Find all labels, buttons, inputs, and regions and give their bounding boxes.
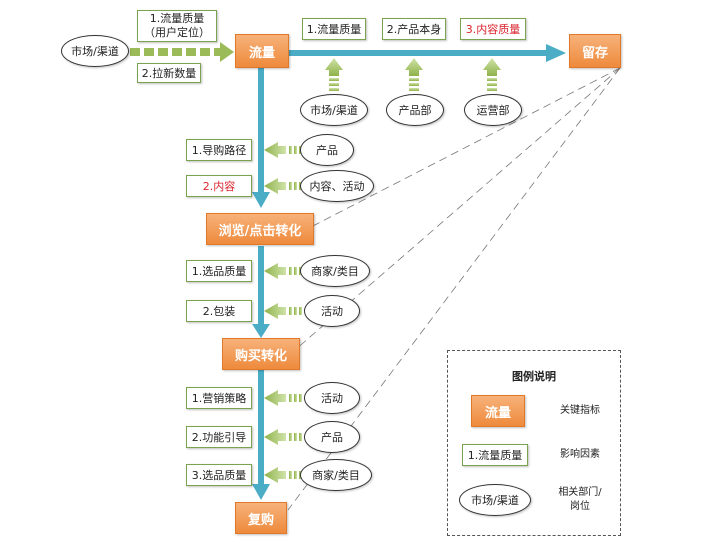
legend-dept-desc: 相关部门/ 岗位 bbox=[550, 486, 610, 514]
dept-top-product: 产品部 bbox=[386, 94, 444, 126]
factor-repurchase-selection-quality: 3.选品质量 bbox=[186, 464, 252, 486]
factor-top-content-quality: 3.内容质量 bbox=[460, 18, 526, 40]
factor-top-traffic-quality: 1.流量质量 bbox=[302, 18, 366, 40]
dept-repurchase-activity: 活动 bbox=[304, 382, 360, 414]
legend-factor-desc: 影响因素 bbox=[560, 449, 600, 460]
dept-up-arrows bbox=[325, 58, 501, 91]
factor-top-product: 2.产品本身 bbox=[382, 18, 446, 40]
main-arrow-vertical bbox=[252, 66, 270, 500]
dept-repurchase-merchant-category: 商家/类目 bbox=[300, 459, 372, 491]
dept-purchase-merchant-category: 商家/类目 bbox=[300, 255, 370, 287]
dept-purchase-activity: 活动 bbox=[304, 295, 360, 327]
dept-left-arrows bbox=[264, 142, 302, 483]
dept-top-market-channel: 市场/渠道 bbox=[300, 94, 368, 126]
factor-content: 2.内容 bbox=[186, 175, 252, 197]
legend-box bbox=[447, 350, 621, 536]
legend-factor-sample: 1.流量质量 bbox=[462, 444, 528, 466]
dept-browse-content-activity: 内容、活动 bbox=[300, 170, 374, 202]
legend-metric-desc: 关键指标 bbox=[560, 405, 600, 416]
legend-dept-desc-line2: 岗位 bbox=[570, 501, 590, 512]
factor-marketing-strategy: 1.营销策略 bbox=[186, 387, 252, 409]
main-arrow-horizontal bbox=[288, 44, 566, 62]
metric-purchase: 购买转化 bbox=[222, 338, 300, 370]
factor-traffic-quality-line2: （用户定位） bbox=[144, 26, 210, 39]
legend-metric-sample: 流量 bbox=[471, 395, 525, 427]
legend-title: 图例说明 bbox=[512, 370, 556, 383]
legend-dept-sample: 市场/渠道 bbox=[459, 484, 531, 516]
dept-repurchase-product: 产品 bbox=[304, 421, 360, 453]
metric-retention: 留存 bbox=[569, 34, 621, 68]
factor-packaging: 2.包装 bbox=[186, 300, 252, 322]
factor-shopping-path: 1.导购路径 bbox=[186, 139, 252, 161]
dept-market-channel-left: 市场/渠道 bbox=[61, 35, 129, 67]
factor-traffic-quality-line1: 1.流量质量 bbox=[149, 12, 205, 25]
factor-purchase-selection-quality: 1.选品质量 bbox=[186, 260, 252, 282]
factor-feature-guidance: 2.功能引导 bbox=[186, 426, 252, 448]
dept-top-operations: 运营部 bbox=[464, 94, 522, 126]
metric-traffic: 流量 bbox=[235, 34, 289, 68]
source-input-arrow bbox=[130, 42, 234, 62]
factor-new-user-count: 2.拉新数量 bbox=[137, 63, 201, 83]
metric-repurchase: 复购 bbox=[235, 502, 287, 534]
dept-browse-product: 产品 bbox=[300, 134, 354, 166]
metric-browse-click: 浏览/点击转化 bbox=[206, 213, 314, 245]
legend-dept-desc-line1: 相关部门/ bbox=[558, 487, 602, 498]
factor-traffic-quality-left: 1.流量质量 （用户定位） bbox=[137, 10, 217, 42]
